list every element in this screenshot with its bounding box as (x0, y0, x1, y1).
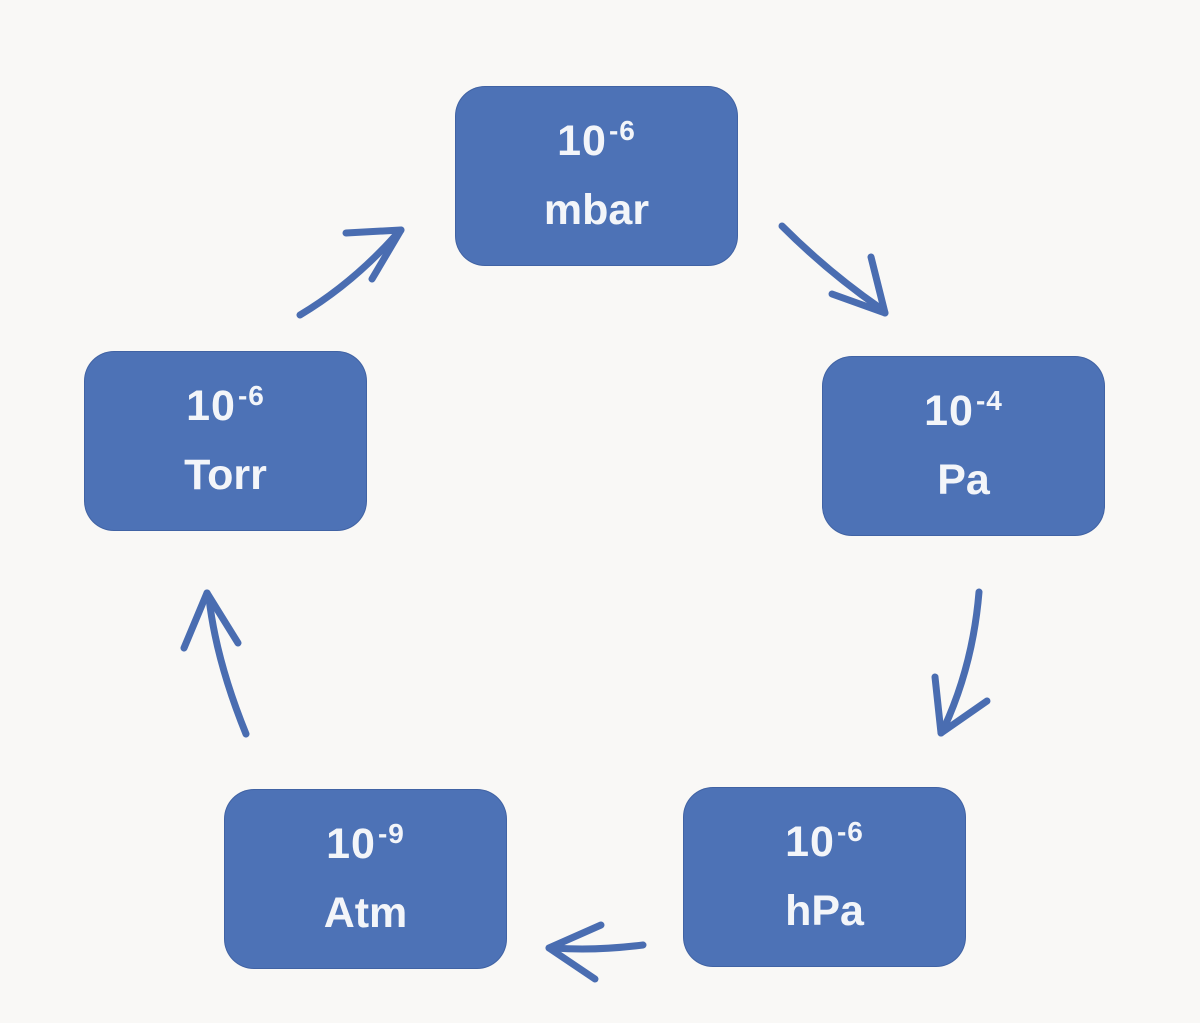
arrow-torr-to-mbar (296, 226, 405, 319)
arrow-pa-to-hpa (931, 588, 991, 737)
node-atm-unit-label: Atm (323, 889, 408, 937)
node-hpa: 10-6 hPa (683, 787, 966, 967)
node-pa: 10-4 Pa (822, 356, 1105, 536)
arrow-atm-to-torr (180, 589, 250, 738)
node-hpa-unit-label: hPa (785, 887, 864, 935)
node-mbar-base: 10 (557, 117, 607, 165)
node-mbar-unit-label: mbar (543, 186, 650, 234)
node-atm-exponent: -9 (377, 817, 405, 849)
node-hpa-exponent: -6 (836, 815, 864, 847)
node-mbar-exponent: -6 (608, 114, 636, 146)
node-torr-value: 10-6 (186, 381, 265, 430)
node-mbar: 10-6 mbar (455, 86, 738, 266)
node-pa-value: 10-4 (924, 386, 1003, 435)
node-hpa-value: 10-6 (785, 817, 864, 866)
node-atm-value: 10-9 (326, 819, 405, 868)
node-mbar-value: 10-6 (557, 116, 636, 165)
node-pa-unit-label: Pa (937, 456, 990, 504)
node-torr: 10-6 Torr (84, 351, 367, 531)
arrow-mbar-to-pa (778, 222, 889, 317)
node-atm-base: 10 (326, 820, 376, 868)
node-torr-exponent: -6 (237, 379, 265, 411)
arrow-hpa-to-atm (545, 921, 647, 983)
node-torr-unit-label: Torr (184, 451, 267, 499)
node-pa-exponent: -4 (975, 384, 1003, 416)
node-pa-base: 10 (924, 387, 974, 435)
node-hpa-base: 10 (785, 818, 835, 866)
node-torr-base: 10 (186, 382, 236, 430)
node-atm: 10-9 Atm (224, 789, 507, 969)
